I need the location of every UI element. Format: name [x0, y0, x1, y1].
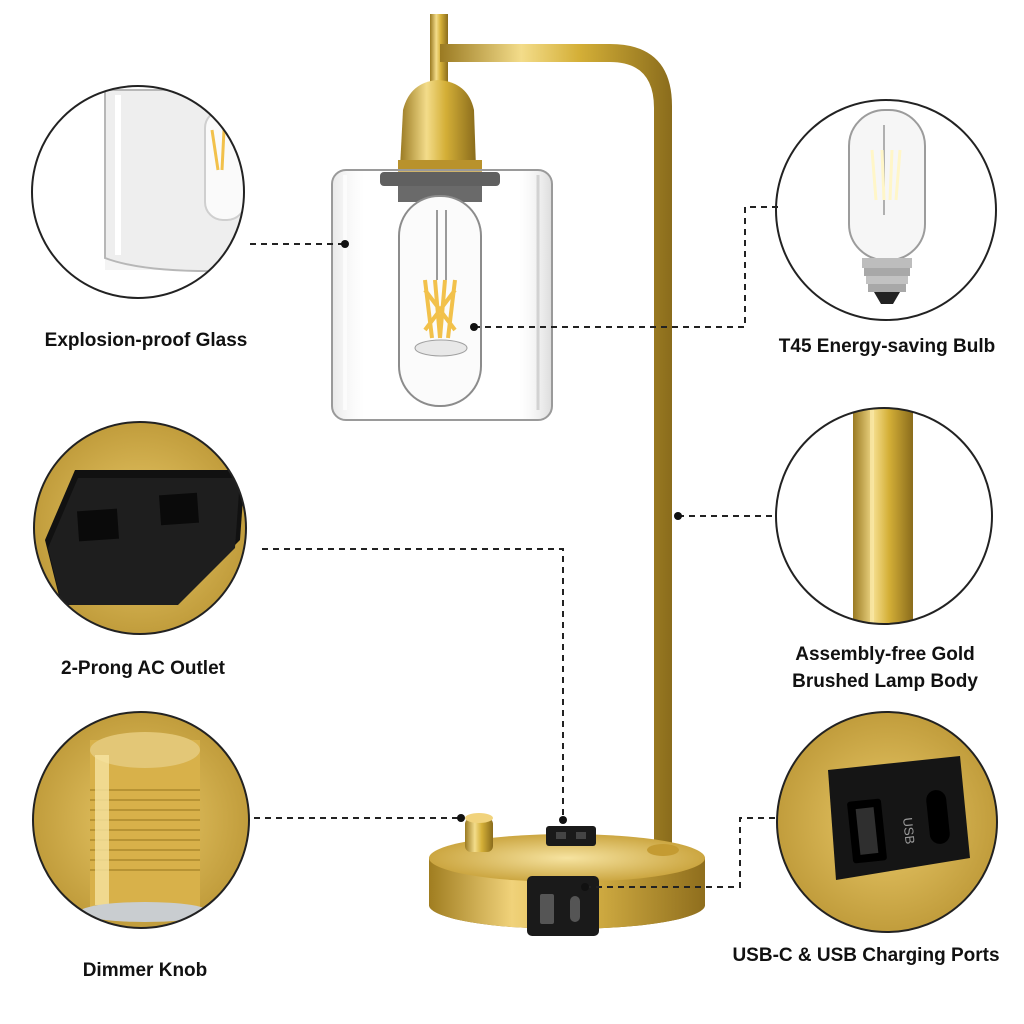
label-2-prong-outlet: 2-Prong AC Outlet	[61, 658, 225, 679]
lamp-socket-cap	[400, 80, 476, 168]
label-gold-body-line1: Assembly-free Gold	[795, 644, 975, 665]
body-detail-circle	[775, 407, 993, 625]
callout-line-bulb	[474, 206, 778, 328]
knob-detail-circle	[32, 711, 250, 929]
label-explosion-proof-glass: Explosion-proof Glass	[44, 330, 248, 351]
lamp-rod-top	[430, 14, 448, 94]
label-t45-bulb: T45 Energy-saving Bulb	[778, 336, 996, 357]
outlet-detail-circle	[33, 421, 247, 635]
lamp	[331, 14, 705, 936]
callout-line-outlet	[262, 548, 564, 818]
label-usb-ports: USB-C & USB Charging Ports	[732, 945, 1000, 966]
callout-dots	[341, 240, 682, 891]
label-dimmer-knob: Dimmer Knob	[82, 960, 208, 981]
base-dimmer-knob	[465, 818, 493, 852]
label-gold-body-line2: Brushed Lamp Body	[792, 671, 978, 692]
usb-detail-circle: USB	[776, 711, 998, 933]
callout-line-usb	[585, 817, 776, 888]
glass-detail-circle	[31, 85, 245, 299]
usb-port-marking: USB	[900, 817, 918, 845]
lamp-base	[429, 813, 705, 936]
base-ac-outlet	[546, 826, 596, 846]
lamp-bulb	[398, 195, 482, 407]
callout-lines	[250, 206, 778, 888]
bulb-detail-circle	[775, 99, 997, 321]
